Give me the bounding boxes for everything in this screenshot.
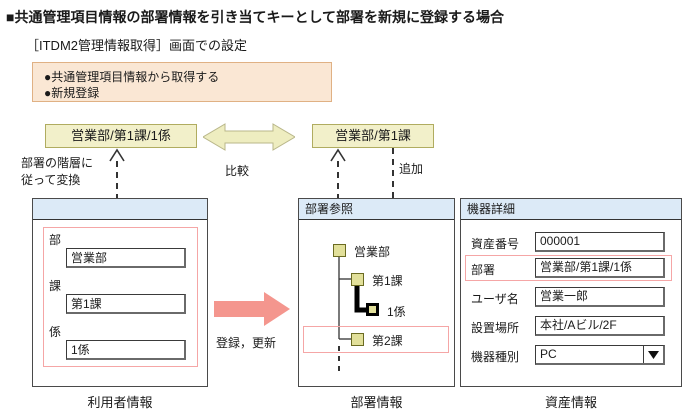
key-box-user-department: 営業部/第1課/1係 — [45, 124, 197, 148]
convert-note-line1: 部署の階層に — [21, 156, 94, 170]
register-update-arrow-icon — [214, 292, 290, 326]
user-fields-highlight — [43, 227, 198, 367]
connector-dept-to-key — [327, 148, 349, 200]
tree-node-icon-dai1ka[interactable] — [351, 273, 364, 286]
tree-node-label-eigyobu[interactable]: 営業部 — [354, 245, 391, 259]
register-update-label: 登録，更新 — [216, 336, 277, 350]
dept-panel-caption: 部署情報 — [350, 395, 403, 410]
user-field-input-ka[interactable]: 第1課 — [66, 294, 186, 314]
asset-label-busho: 部署 — [471, 263, 496, 277]
asset-label-shisan-bango: 資産番号 — [471, 237, 520, 251]
settings-note-box: ●共通管理項目情報から取得する ●新規登録 — [32, 62, 332, 102]
dept-panel-title: 部署参照 — [299, 199, 454, 220]
tree-node-icon-1kakari[interactable] — [366, 303, 379, 316]
user-field-label-ka: 課 — [49, 279, 62, 293]
asset-information-panel: 機器詳細 資産番号 000001 部署 営業部/第1課/1係 ユーザ名 営業一郎… — [460, 198, 682, 387]
asset-panel-title: 機器詳細 — [461, 199, 681, 220]
compare-double-arrow-icon — [202, 122, 296, 152]
tree-node-icon-dai2ka[interactable] — [351, 333, 364, 346]
asset-input-location[interactable]: 本社/Aビル/2F — [535, 316, 665, 336]
user-field-label-kakari: 係 — [49, 325, 62, 339]
asset-department-highlight — [465, 255, 672, 281]
user-panel-caption: 利用者情報 — [87, 395, 153, 410]
tree-node-label-dai2ka[interactable]: 第2課 — [372, 334, 403, 348]
asset-label-user-name: ユーザ名 — [471, 292, 519, 306]
key-box-registered-department: 営業部/第1課 — [312, 124, 434, 148]
user-panel-title — [33, 199, 207, 220]
tree-connector-lines — [338, 250, 369, 372]
asset-input-user-name[interactable]: 営業一郎 — [535, 287, 665, 307]
note-line-2: ●新規登録 — [44, 86, 100, 100]
user-information-panel: 部 営業部 課 第1課 係 1係 — [32, 198, 208, 387]
asset-input-shisan-bango[interactable]: 000001 — [535, 232, 665, 252]
tree-node-label-1kakari[interactable]: 1係 — [387, 305, 406, 319]
add-label: 追加 — [399, 162, 424, 176]
convert-note-line2: 従って変換 — [21, 173, 81, 187]
asset-panel-caption: 資産情報 — [544, 395, 597, 410]
page-subtitle: ［ITDM2管理情報取得］画面での設定 — [26, 38, 248, 53]
user-field-input-kakari[interactable]: 1係 — [66, 340, 186, 360]
tree-node-label-dai1ka[interactable]: 第1課 — [372, 274, 403, 288]
asset-label-device-type: 機器種別 — [471, 350, 520, 364]
compare-label: 比較 — [225, 164, 250, 178]
department-tree: 営業部 第1課 1係 第2課 — [299, 220, 454, 386]
user-field-input-bu[interactable]: 営業部 — [66, 248, 186, 268]
convert-note-label: 部署の階層に 従って変換 — [21, 155, 93, 189]
department-information-panel: 部署参照 営業部 第1課 1係 第2課 — [298, 198, 455, 387]
connector-user-to-key — [106, 148, 128, 200]
dept-tree-row-highlight — [303, 326, 449, 353]
asset-select-device-type[interactable]: PC — [535, 345, 665, 365]
asset-label-location: 設置場所 — [471, 321, 520, 335]
tree-node-icon-eigyobu[interactable] — [333, 244, 346, 257]
asset-input-busho[interactable]: 営業部/第1課/1係 — [535, 258, 665, 278]
page-title: ■共通管理項目情報の部署情報を引き当てキーとして部署を新規に登録する場合 — [6, 9, 505, 25]
note-line-1: ●共通管理項目情報から取得する — [44, 70, 220, 84]
asset-select-device-type-value: PC — [540, 347, 557, 361]
chevron-down-icon[interactable] — [643, 346, 663, 363]
user-field-label-bu: 部 — [49, 233, 62, 247]
